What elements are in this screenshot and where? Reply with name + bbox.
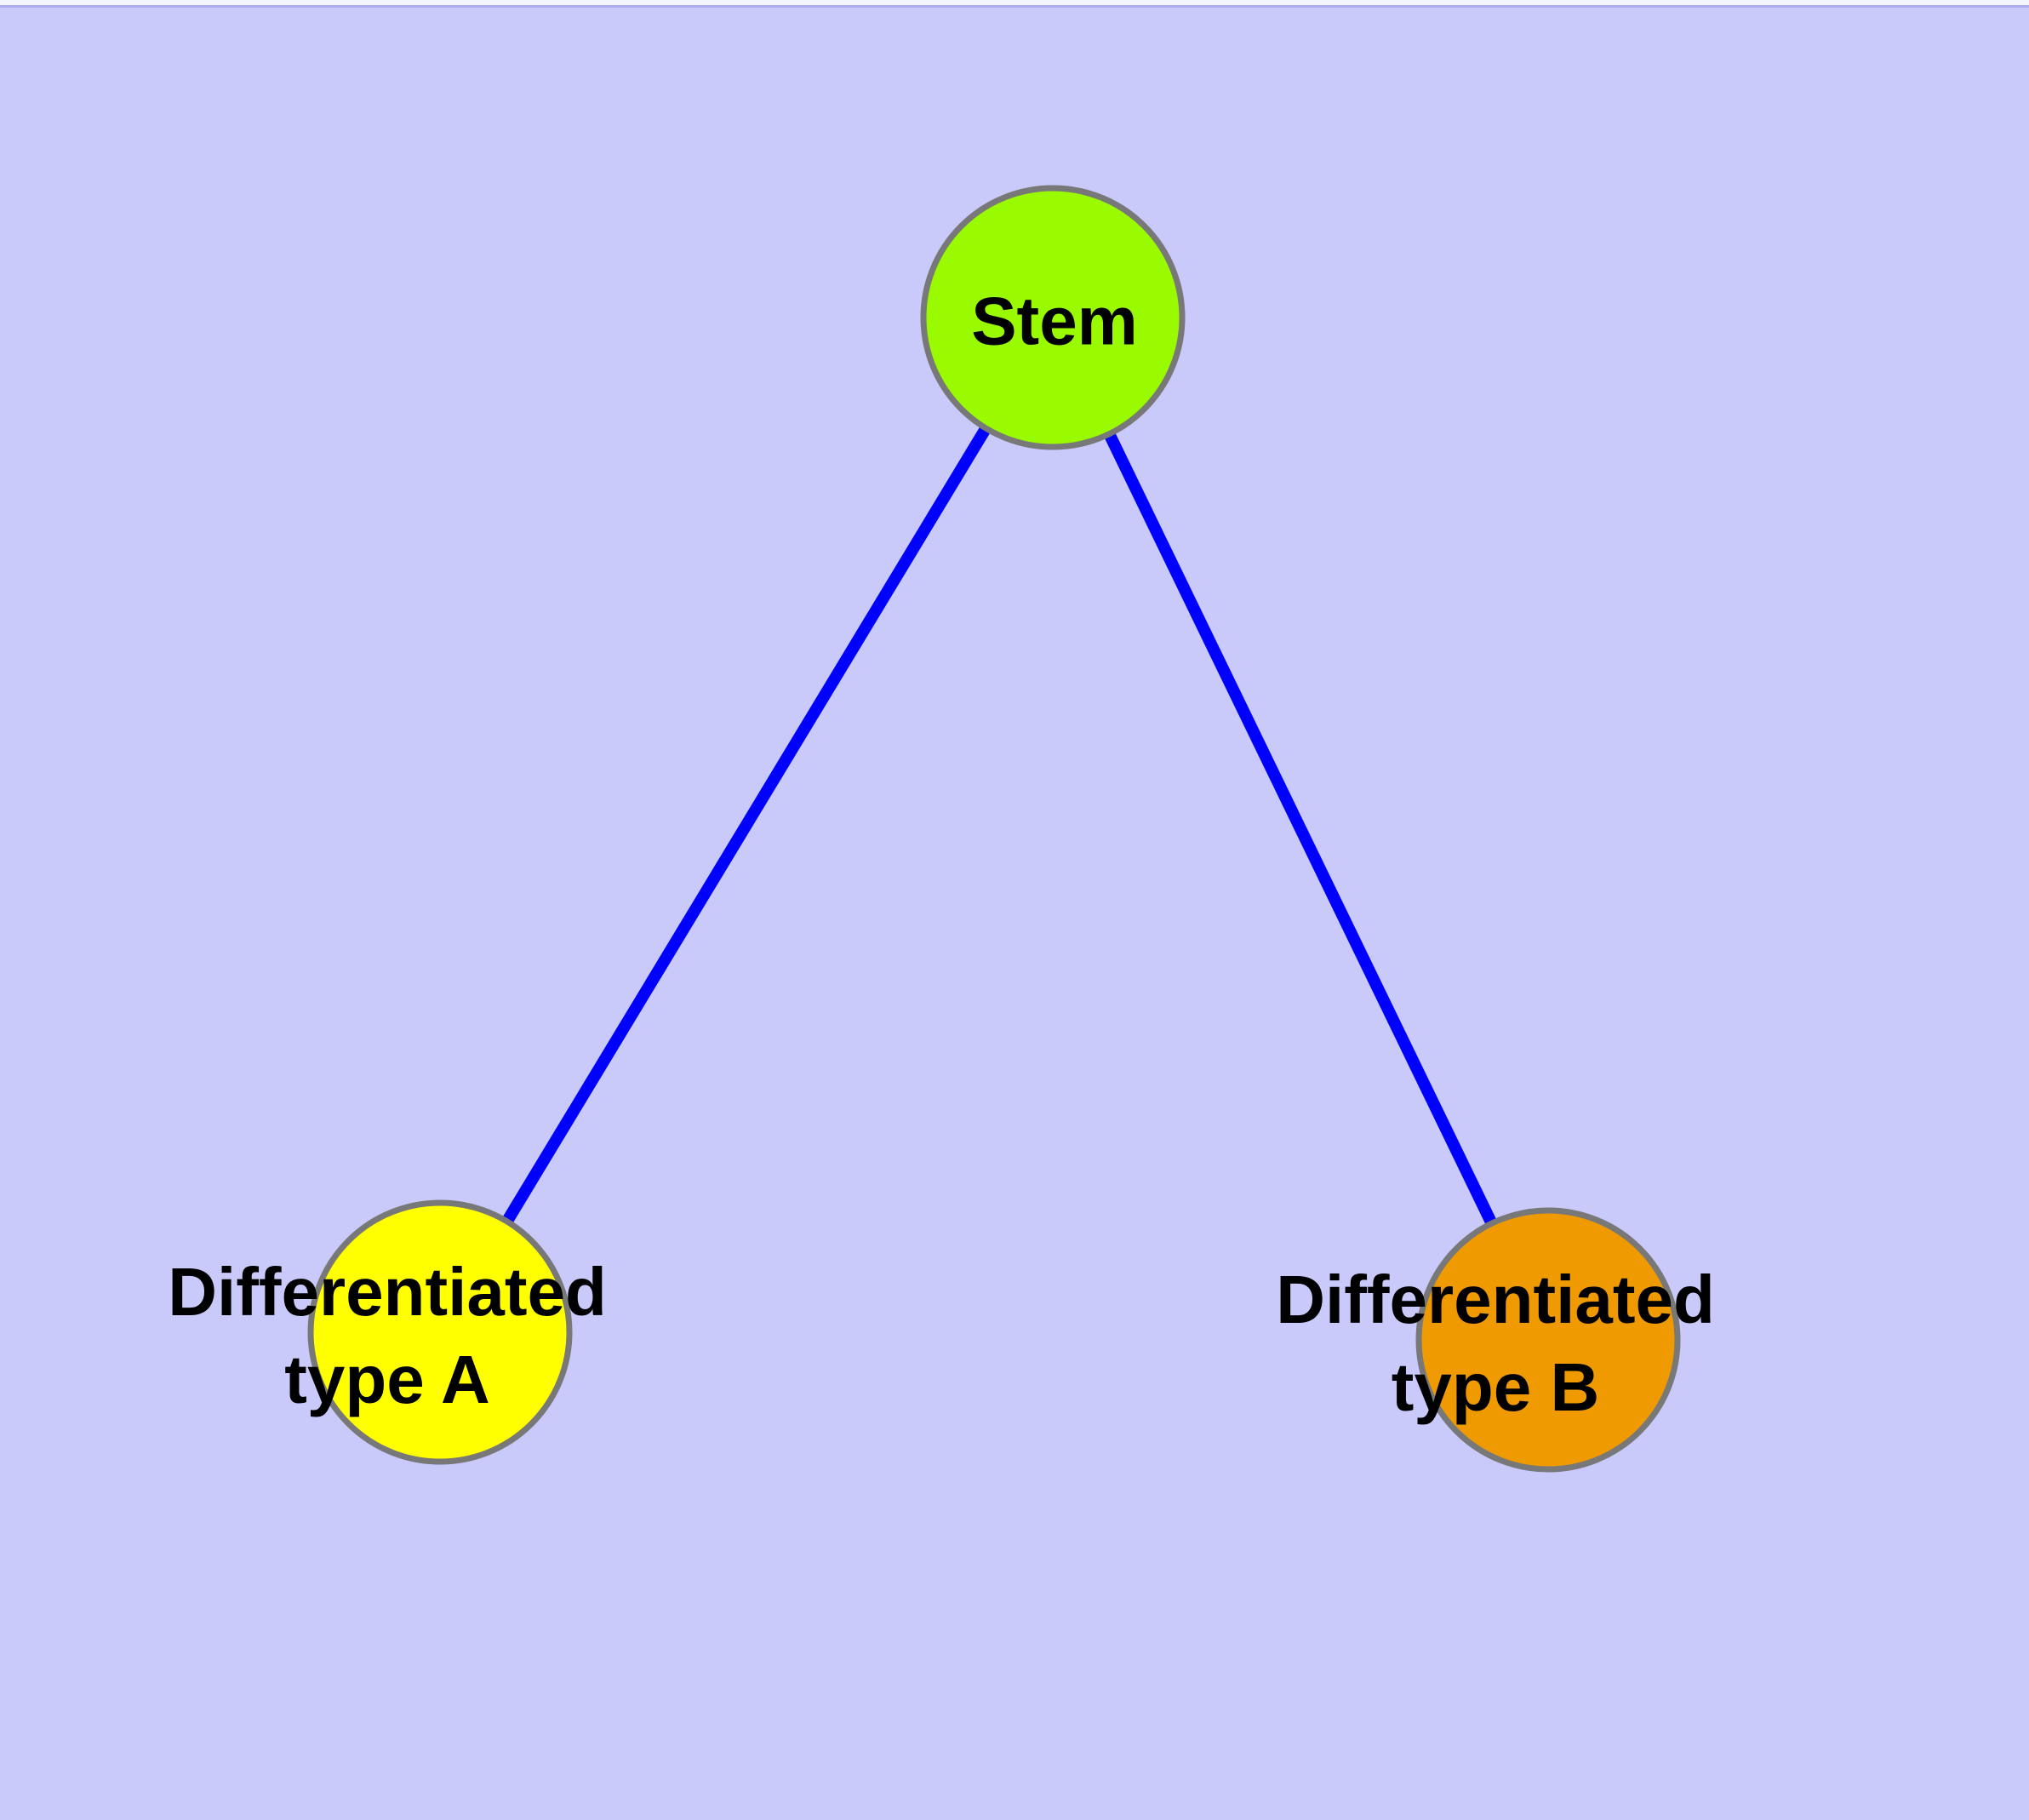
edge-stem-to-differentiated-type-b	[1047, 314, 1554, 1343]
node-differentiated-type-b[interactable]	[1415, 1207, 1681, 1473]
node-differentiated-type-a[interactable]	[307, 1199, 573, 1465]
edges-layer	[435, 314, 1554, 1343]
node-label-stem: Stem	[971, 283, 1138, 359]
window-top-edge-line	[0, 5, 2029, 8]
edge-stem-to-differentiated-type-a	[435, 314, 1058, 1336]
node-stem[interactable]	[920, 185, 1186, 450]
window-top-edge-highlight	[0, 0, 2029, 5]
